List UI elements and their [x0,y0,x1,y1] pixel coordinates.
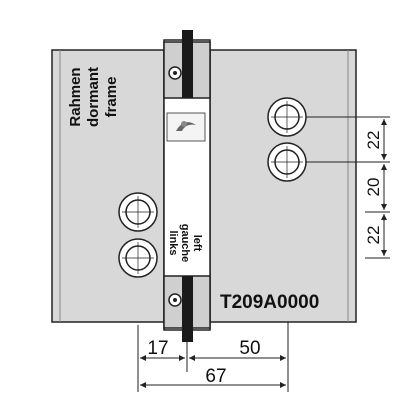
right-dimension-arrows [381,119,387,256]
sash-plate-right [209,49,357,323]
bottom-dimension-arrows [140,355,286,388]
top-knuckle-screw [168,66,182,80]
dimension-22-bottom: 22 [364,226,383,245]
frame-label-line2: dormant [85,67,102,127]
dimension-22-top: 22 [364,131,383,150]
sash-hole-lower [267,142,307,182]
frame-hole-lower [118,238,158,278]
sash-hole-upper [267,97,307,137]
right-dimension-lines [306,116,390,259]
frame-plate-left [51,49,165,323]
side-label-line2: gauche [179,224,191,263]
bottom-knuckle-screw [168,293,182,307]
dimension-20: 20 [364,178,383,197]
dimension-17: 17 [147,338,168,359]
hinge-pin-top [182,30,193,98]
hinge-pin-bottom [182,276,193,342]
dimension-50: 50 [239,338,260,359]
frame-label-line3: frame [103,77,120,118]
brand-logo-mark [176,122,196,131]
dimension-67: 67 [205,366,226,387]
side-label-line3: left [191,235,203,252]
brand-logo-icon [166,112,206,142]
bottom-dimension-lines [137,322,289,392]
frame-hole-upper [118,192,158,232]
side-label-line1: links [167,230,179,255]
product-code: T209A0000 [220,292,319,313]
frame-label-line1: Rahmen [67,67,84,126]
